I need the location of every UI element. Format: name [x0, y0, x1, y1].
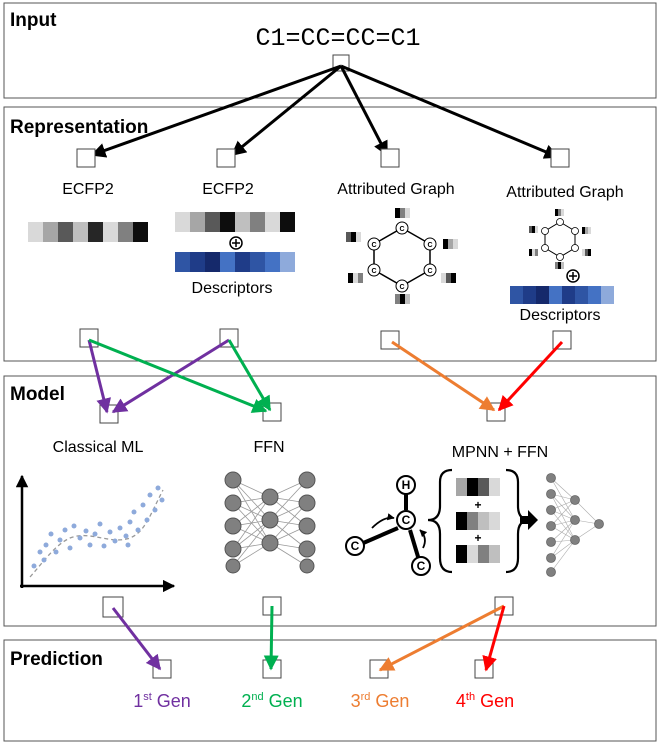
- label-ffn: FFN: [253, 439, 284, 456]
- mpnn-ffn-network-icon: [546, 473, 604, 577]
- model-to-prediction-arrows: [111, 604, 506, 672]
- rep-to-model-arrows: [87, 338, 564, 414]
- plus-icon: [229, 236, 243, 250]
- model-title: Model: [10, 384, 65, 405]
- mpnn-message-passing-icon: H C C C + +: [345, 468, 538, 576]
- model-port-classical: [99, 404, 119, 424]
- representation-title: Representation: [10, 117, 148, 138]
- model-port-ffn: [262, 402, 282, 422]
- svg-text:C: C: [371, 242, 376, 249]
- input-arrows: [90, 64, 560, 159]
- descriptor-bar-a: [175, 252, 295, 272]
- prediction-title: Prediction: [10, 649, 103, 670]
- label-graph-b: Attributed Graph: [506, 184, 623, 201]
- svg-text:C: C: [427, 242, 432, 249]
- smiles-string: C1=CC=CC=C1: [255, 24, 420, 53]
- ecfp2-fingerprint-b: [175, 212, 295, 232]
- svg-text:C: C: [399, 226, 404, 233]
- input-panel: [3, 2, 657, 99]
- model-out-port-classical: [102, 596, 124, 618]
- descriptor-bar-b: [510, 286, 614, 304]
- attributed-graph-a: C C C C C C: [346, 208, 458, 304]
- prediction-panel: [3, 639, 657, 742]
- rep-port-graph-desc: [550, 148, 570, 168]
- svg-text:C: C: [427, 268, 432, 275]
- label-graph-a: Attributed Graph: [337, 181, 454, 198]
- svg-text:C: C: [371, 268, 376, 275]
- label-descriptors-a: Descriptors: [192, 280, 273, 297]
- svg-text:+: +: [474, 498, 481, 512]
- svg-text:C: C: [402, 513, 411, 527]
- label-ecfp2-a: ECFP2: [62, 181, 114, 198]
- ecfp2-fingerprint-a: [28, 222, 148, 242]
- label-descriptors-b: Descriptors: [520, 307, 601, 324]
- svg-text:C: C: [417, 559, 426, 573]
- rep-port-graph: [380, 148, 400, 168]
- rep-port-ecfp2-desc: [216, 148, 236, 168]
- label-classical-ml: Classical ML: [53, 439, 144, 456]
- plus-icon: [566, 269, 580, 283]
- label-mpnn-ffn: MPNN + FFN: [452, 444, 548, 461]
- pred-port-3rd: [369, 659, 389, 679]
- gen-3rd-label: 3rd Gen: [351, 691, 410, 711]
- attributed-graph-b: [529, 209, 591, 269]
- gen-2nd-label: 2nd Gen: [241, 691, 302, 711]
- gen-1st-label: 1st Gen: [133, 691, 191, 711]
- svg-text:+: +: [474, 531, 481, 545]
- svg-text:H: H: [402, 478, 411, 492]
- rep-port-ecfp2: [76, 148, 96, 168]
- pred-port-4th: [474, 659, 494, 679]
- gen-4th-label: 4th Gen: [456, 691, 514, 711]
- ffn-network-icon: [224, 471, 316, 574]
- input-title: Input: [10, 10, 57, 31]
- rep-out-port-graph-desc: [552, 330, 572, 350]
- label-ecfp2-b: ECFP2: [202, 181, 254, 198]
- classical-ml-scatter-plot: [15, 474, 176, 593]
- svg-text:C: C: [399, 284, 404, 291]
- svg-text:C: C: [351, 539, 360, 553]
